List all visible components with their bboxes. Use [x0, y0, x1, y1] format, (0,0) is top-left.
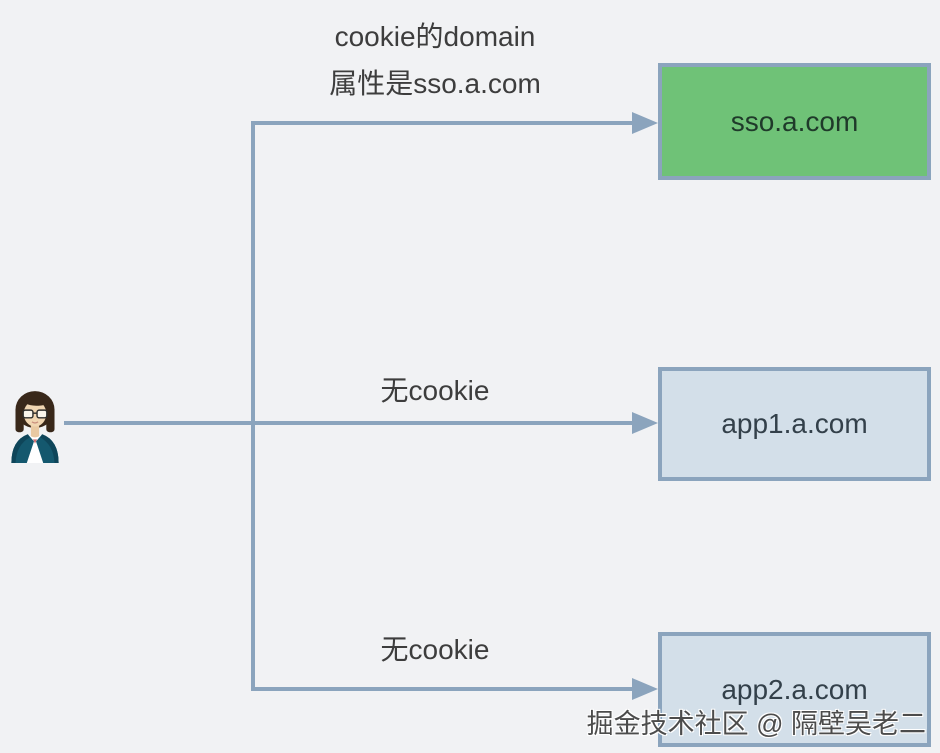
arrowhead-to-sso-icon [632, 112, 658, 134]
arrow-line-to-app2 [251, 687, 632, 691]
cookie-domain-annotation: cookie的domain 属性是sso.a.com [295, 13, 575, 107]
node-app1-a-com: app1.a.com [658, 367, 931, 481]
woman-user-icon [11, 391, 59, 463]
node-sso-label: sso.a.com [730, 105, 859, 137]
arrow-line-to-sso [251, 121, 632, 125]
arrowhead-to-app2-icon [632, 678, 658, 700]
node-app2-a-com: app2.a.com [658, 632, 931, 747]
user-actor [10, 387, 60, 463]
watermark-text: 掘金技术社区 @ 隔壁吴老二 [586, 709, 926, 739]
arrow-line-to-app1 [64, 421, 632, 425]
edge-label-no-cookie-app2: 无cookie [380, 634, 490, 665]
node-sso-a-com: sso.a.com [658, 63, 931, 180]
branch-vertical-line [251, 121, 255, 691]
node-app2-label: app2.a.com [721, 673, 868, 705]
node-app1-label: app1.a.com [721, 408, 868, 439]
annotation-line2: 属性是sso.a.com [329, 68, 541, 99]
annotation-line1: cookie的domain [334, 21, 536, 52]
edge-label-no-cookie-app1: 无cookie [380, 375, 490, 406]
arrowhead-to-app1-icon [632, 412, 658, 434]
